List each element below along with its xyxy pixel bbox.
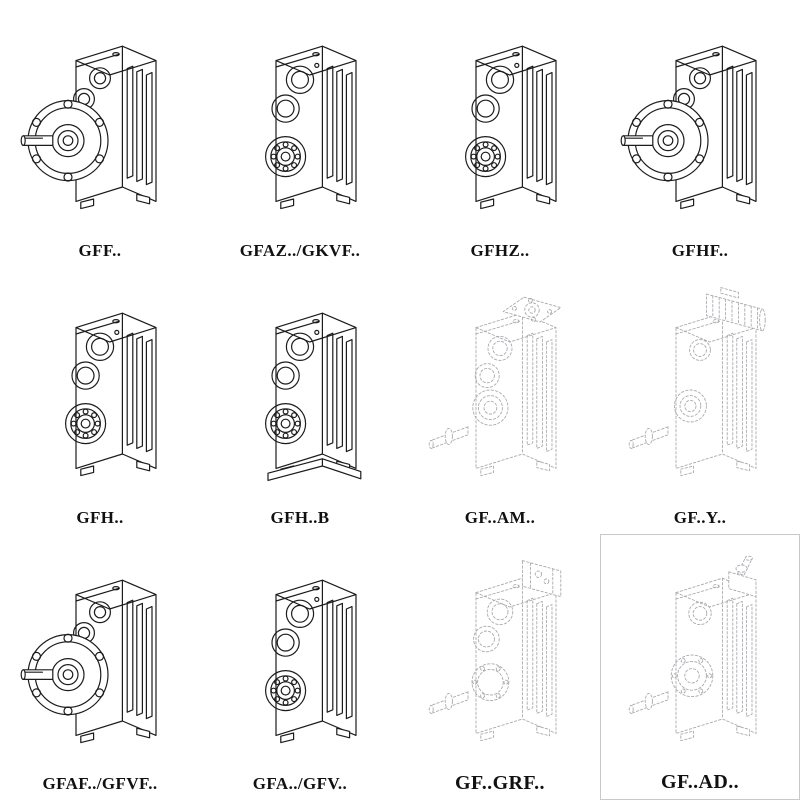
gearbox-drawing (2, 540, 198, 773)
gearbox-model-label: GFHZ.. (470, 241, 530, 261)
gearbox-cell: GFAF../GFVF.. (0, 534, 200, 800)
gearbox-symbol-use (266, 46, 356, 208)
gearbox-model-label: GFA../GFV.. (252, 774, 348, 794)
gearbox-symbol-use (66, 313, 156, 475)
gearbox-illustration (412, 19, 588, 227)
gearbox-cell: GF..AM.. (400, 267, 600, 534)
gearbox-drawing (602, 273, 798, 507)
gearbox-illustration (12, 286, 188, 494)
gearbox-illustration (212, 553, 388, 761)
gearbox-illustration (212, 19, 388, 227)
gearbox-cell: GFAZ../GKVF.. (200, 0, 400, 267)
gearbox-drawing (402, 540, 598, 770)
gearbox-drawing (202, 273, 398, 507)
gearbox-illustration (12, 19, 188, 227)
gearbox-cell: GFHZ.. (400, 0, 600, 267)
gearbox-symbol-use (429, 297, 561, 475)
gearbox-model-label: GFHF.. (671, 241, 729, 261)
gearbox-symbol-use (266, 580, 356, 742)
gearbox-drawing (402, 6, 598, 240)
gearbox-drawing (2, 6, 198, 240)
gearbox-illustration (612, 551, 788, 759)
gearbox-drawing (2, 273, 198, 507)
gearbox-model-label: GF..GRF.. (455, 772, 545, 794)
gearbox-illustration (612, 19, 788, 227)
gearbox-cell: GFH..B (200, 267, 400, 534)
gearbox-cell: GF..GRF.. (400, 534, 600, 800)
gearbox-cell: GFA../GFV.. (200, 534, 400, 800)
gearbox-symbol-use (266, 313, 361, 480)
gearbox-illustration (12, 553, 188, 761)
gearbox-symbol-use (621, 46, 756, 208)
gearbox-model-label: GFAF../GFVF.. (42, 774, 158, 794)
gearbox-cell: GFHF.. (600, 0, 800, 267)
gearbox-symbol-use (466, 46, 556, 208)
gearbox-drawing (202, 540, 398, 773)
gearbox-model-label: GF..AD.. (660, 771, 740, 793)
gearbox-symbol-use (629, 556, 756, 740)
gearbox-model-label: GF..Y.. (673, 508, 727, 528)
gearbox-model-label: GF..AM.. (464, 508, 536, 528)
gearbox-model-label: GFH.. (76, 508, 124, 528)
gearbox-symbol-use (629, 288, 765, 476)
gearbox-cell: GF..Y.. (600, 267, 800, 534)
gearbox-illustration (412, 286, 588, 494)
gearbox-illustration (612, 286, 788, 494)
gearbox-drawing (603, 541, 797, 769)
gearbox-cell: GFF.. (0, 0, 200, 267)
gearbox-illustration (212, 286, 388, 494)
gearbox-cell: GFH.. (0, 267, 200, 534)
gearbox-drawing (402, 273, 598, 507)
gearbox-drawing (602, 6, 798, 240)
gearbox-model-label: GFH..B (270, 508, 330, 528)
gearbox-symbol-use (21, 580, 156, 742)
gearbox-symbol-use (21, 46, 156, 208)
gearbox-illustration (412, 551, 588, 759)
gearbox-model-label: GFAZ../GKVF.. (239, 241, 361, 261)
gearbox-drawing (202, 6, 398, 240)
gearbox-symbol-use (429, 561, 561, 741)
gearbox-model-label: GFF.. (78, 241, 122, 261)
gearbox-cell: GF..AD.. (600, 534, 800, 800)
